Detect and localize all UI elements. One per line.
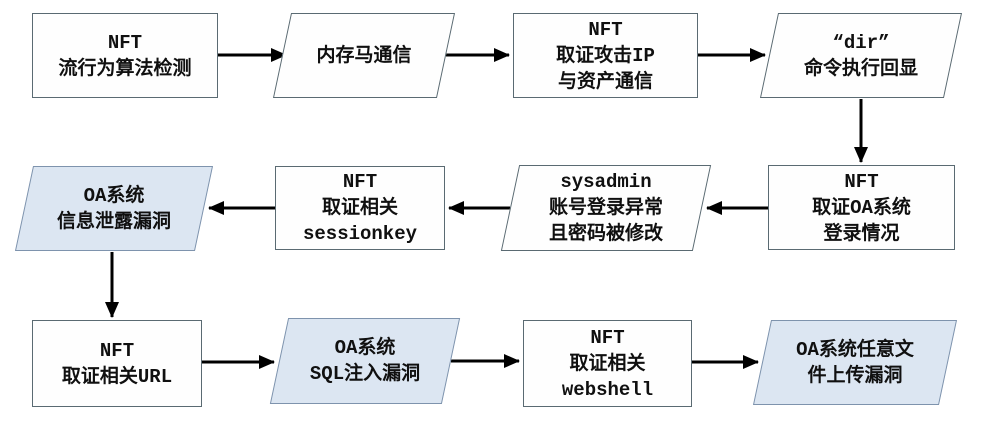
node-label: NFT 取证相关URL xyxy=(61,339,173,388)
rectangle-shape xyxy=(768,165,955,250)
node-sysadmin-abnormal-login: sysadmin 账号登录异常 且密码被修改 xyxy=(500,165,712,251)
node-oa-sql-injection-vuln: OA系统 SQL注入漏洞 xyxy=(269,318,461,404)
rectangle-shape xyxy=(513,13,698,98)
node-label: NFT 取证OA系统 登录情况 xyxy=(812,170,911,245)
node-oa-info-leak-vuln: OA系统 信息泄露漏洞 xyxy=(14,166,214,251)
node-dir-command-echo: “dir” 命令执行回显 xyxy=(759,13,963,98)
node-label: NFT 取证相关 sessionkey xyxy=(302,171,418,245)
node-oa-file-upload-vuln: OA系统任意文 件上传漏洞 xyxy=(752,320,958,405)
node-nft-forensic-url: NFT 取证相关URL xyxy=(32,320,202,407)
rectangle-shape xyxy=(32,320,202,407)
node-label: OA系统 SQL注入漏洞 xyxy=(309,337,421,385)
node-label: OA系统 信息泄露漏洞 xyxy=(56,184,171,233)
node-label: NFT 取证攻击IP 与资产通信 xyxy=(556,18,655,93)
node-memory-webshell-communication: 内存马通信 xyxy=(272,13,456,98)
node-label: OA系统任意文 件上传漏洞 xyxy=(796,338,914,387)
node-nft-traffic-behavior-detection: NFT 流行为算法检测 xyxy=(32,13,218,98)
node-nft-forensic-sessionkey: NFT 取证相关 sessionkey xyxy=(275,166,445,250)
node-label: NFT 取证相关 webshell xyxy=(561,326,654,401)
rectangle-shape xyxy=(275,166,445,250)
node-nft-forensic-oa-login: NFT 取证OA系统 登录情况 xyxy=(768,165,955,250)
node-label: NFT 流行为算法检测 xyxy=(58,31,192,80)
rectangle-shape xyxy=(523,320,692,407)
node-label: sysadmin 账号登录异常 且密码被修改 xyxy=(548,171,663,245)
node-label: 内存马通信 xyxy=(316,44,412,67)
node-nft-forensic-webshell: NFT 取证相关 webshell xyxy=(523,320,692,407)
rectangle-shape xyxy=(32,13,218,98)
node-label: “dir” 命令执行回显 xyxy=(803,31,918,80)
node-nft-forensic-attack-ip: NFT 取证攻击IP 与资产通信 xyxy=(513,13,698,98)
